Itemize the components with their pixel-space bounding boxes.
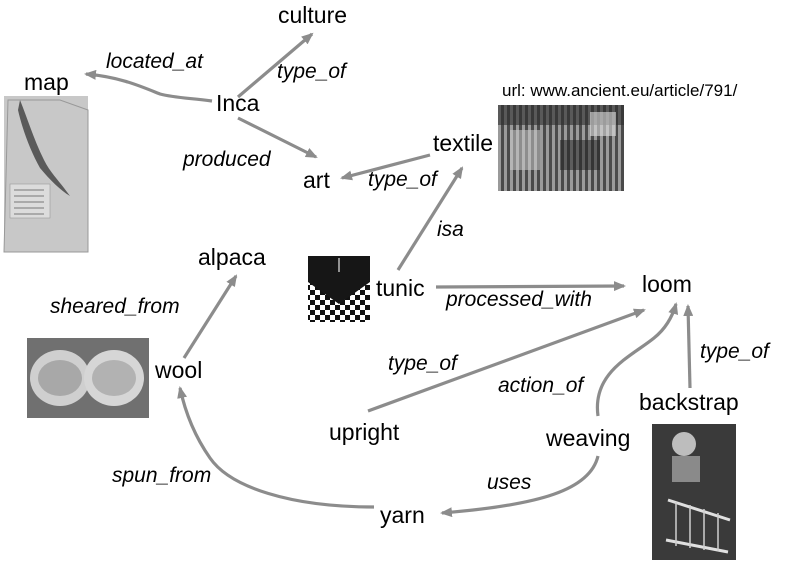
label-type-of-backstrap: type_of	[700, 340, 771, 363]
node-upright: upright	[329, 419, 400, 445]
node-textile: textile	[433, 130, 493, 156]
node-inca: Inca	[216, 90, 260, 116]
label-action-of: action_of	[498, 374, 585, 397]
label-sheared-from: sheared_from	[50, 295, 180, 318]
edge-backstrap-loom	[683, 304, 694, 389]
edge-tunic-loom	[435, 281, 626, 292]
backstrap-image	[652, 424, 736, 560]
label-processed-with: processed_with	[445, 288, 592, 311]
label-produced: produced	[182, 148, 272, 171]
node-weaving: weaving	[545, 425, 630, 451]
node-tunic: tunic	[376, 275, 425, 301]
edge-weaving-loom	[595, 302, 679, 417]
edge-yarn-wool	[177, 386, 375, 509]
node-culture: culture	[278, 2, 347, 28]
textile-url: url: www.ancient.eu/article/791/	[502, 81, 738, 100]
label-type-of-upright: type_of	[388, 352, 459, 375]
label-isa: isa	[437, 218, 464, 241]
edge-inca-art	[237, 116, 318, 159]
edge-textile-art	[340, 153, 431, 181]
label-uses: uses	[487, 471, 532, 494]
wool-image	[27, 338, 149, 418]
node-map: map	[24, 69, 69, 95]
map-image	[3, 96, 89, 253]
node-backstrap: backstrap	[639, 389, 739, 415]
edge-upright-loom	[367, 308, 646, 413]
node-art: art	[303, 167, 330, 193]
edge-weaving-yarn	[440, 455, 600, 518]
edge-inca-culture	[236, 32, 314, 99]
edge-tunic-textile	[396, 166, 464, 271]
node-wool: wool	[154, 357, 202, 383]
node-alpaca: alpaca	[198, 244, 266, 270]
edge-wool-alpaca	[182, 274, 238, 359]
edge-inca-map	[84, 69, 213, 103]
label-type-of-culture: type_of	[277, 60, 348, 83]
textile-image	[498, 105, 624, 191]
node-yarn: yarn	[380, 502, 425, 528]
label-located-at: located_at	[106, 50, 204, 73]
tunic-image	[308, 256, 370, 322]
node-loom: loom	[642, 271, 692, 297]
label-type-of-textile: type_of	[368, 168, 439, 191]
label-spun-from: spun_from	[112, 464, 211, 487]
